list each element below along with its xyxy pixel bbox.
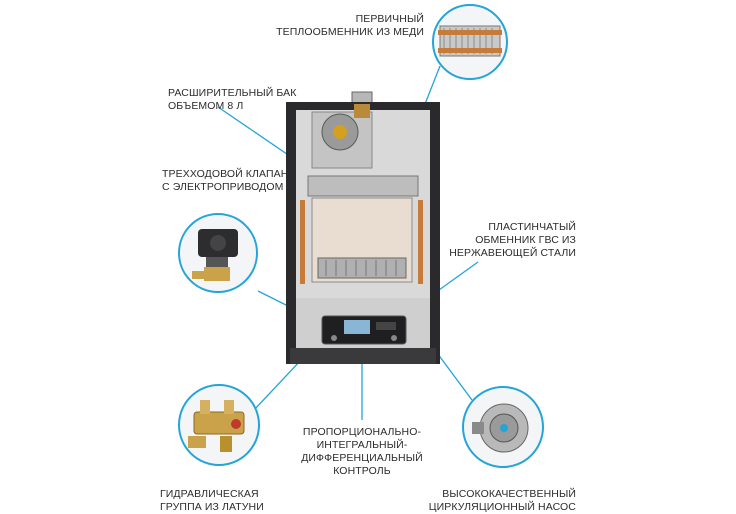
panel-button: [376, 322, 396, 330]
label-three-way-valve: ТРЕХХОДОВОЙ КЛАПАН С ЭЛЕКТРОПРИВОДОМ: [162, 168, 302, 194]
label-circulation-pump: ВЫСОКОКАЧЕСТВЕННЫЙ ЦИРКУЛЯЦИОННЫЙ НАСОС: [420, 488, 576, 514]
bottom-tray: [290, 348, 436, 364]
label-line: РАСШИРИТЕЛЬНЫЙ БАК: [168, 87, 297, 99]
label-line: ИНТЕГРАЛЬНЫЙ-: [316, 439, 408, 451]
panel-knob-right: [391, 335, 397, 341]
label-line: ПРОПОРЦИОНАЛЬНО-: [302, 426, 422, 438]
label-line: ДИФФЕРЕНЦИАЛЬНЫЙ: [301, 452, 423, 464]
brass-group-icon: [188, 400, 245, 452]
label-hydraulic-group: ГИДРАВЛИЧЕСКАЯ ГРУППА ИЗ ЛАТУНИ: [160, 488, 300, 514]
label-heat-exchanger: ПЕРВИЧНЫЙ ТЕПЛООБМЕННИК ИЗ МЕДИ: [262, 13, 424, 39]
pump-icon: [472, 403, 529, 453]
label-line: КОНТРОЛЬ: [333, 465, 391, 477]
label-line: НЕРЖАВЕЮЩЕЙ СТАЛИ: [449, 247, 576, 259]
hydraulic-detail: [178, 384, 260, 466]
label-line: ВЫСОКОКАЧЕСТВЕННЫЙ: [442, 488, 576, 500]
burner-ribs: [325, 260, 397, 276]
label-line: ТЕПЛООБМЕННИК ИЗ МЕДИ: [276, 26, 424, 38]
label-line: ГРУППА ИЗ ЛАТУНИ: [160, 501, 264, 513]
label-plate-exchanger: ПЛАСТИНЧАТЫЙ ОБМЕННИК ГВС ИЗ НЕРЖАВЕЮЩЕЙ…: [440, 221, 576, 260]
label-line: ПЛАСТИНЧАТЫЙ: [488, 221, 576, 233]
label-line: ОБЪЕМОМ 8 Л: [168, 100, 244, 112]
label-line: ОБМЕННИК ГВС ИЗ: [475, 234, 576, 246]
heat-exchanger-icon: [438, 25, 502, 57]
burner: [317, 257, 407, 279]
pump-detail: [462, 386, 544, 468]
valve-detail: [178, 213, 258, 293]
label-line: ПЕРВИЧНЫЙ: [355, 13, 424, 25]
label-line: С ЭЛЕКТРОПРИВОДОМ: [162, 181, 284, 193]
label-line: ТРЕХХОДОВОЙ КЛАПАН: [162, 168, 289, 180]
pressure-switch: [354, 104, 370, 118]
label-pid-control: ПРОПОРЦИОНАЛЬНО- ИНТЕГРАЛЬНЫЙ- ДИФФЕРЕНЦ…: [286, 426, 438, 478]
pipe-left: [300, 200, 305, 284]
boiler-unit: [286, 91, 440, 364]
valve-motor-icon: [192, 229, 238, 281]
heat-exchanger-detail: [432, 4, 508, 80]
pipe-right: [418, 200, 423, 284]
hx-block: [307, 175, 419, 197]
panel-knob-left: [331, 335, 337, 341]
fan-motor: [333, 125, 347, 139]
label-line: ЦИРКУЛЯЦИОННЫЙ НАСОС: [428, 501, 576, 513]
panel-display: [344, 320, 370, 334]
label-line: ГИДРАВЛИЧЕСКАЯ: [160, 488, 259, 500]
label-expansion-tank: РАСШИРИТЕЛЬНЫЙ БАК ОБЪЕМОМ 8 Л: [168, 87, 308, 113]
